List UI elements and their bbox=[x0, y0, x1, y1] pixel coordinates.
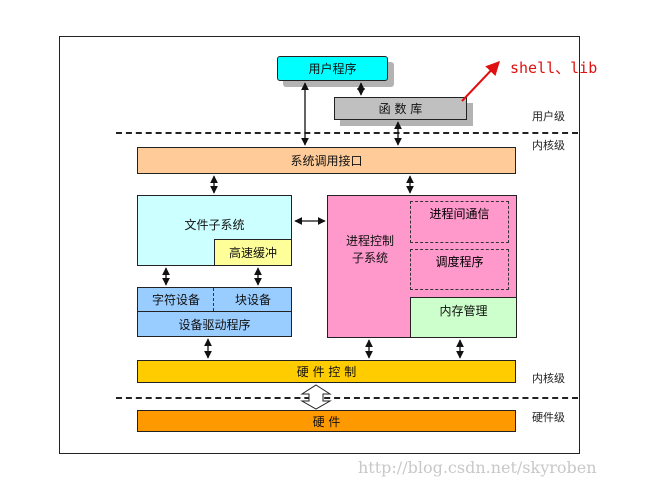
watermark: http://blog.csdn.net/skyroben bbox=[358, 458, 597, 477]
block-device-label: 块设备 bbox=[235, 293, 272, 307]
kernel-hardware-divider bbox=[116, 397, 578, 399]
char-block-device-box: 字符设备 块设备 bbox=[137, 287, 292, 312]
annotation-text: shell、lib bbox=[510, 59, 598, 77]
ipc-box: 进程间通信 bbox=[410, 201, 509, 243]
process-control-label-line2: 子系统 bbox=[351, 251, 388, 265]
hardware-box: 硬 件 bbox=[137, 410, 516, 432]
hardware-control-box: 硬 件 控 制 bbox=[137, 360, 516, 383]
kernel-level-label-top: 内核级 bbox=[532, 139, 565, 152]
syscall-interface-box: 系统调用接口 bbox=[137, 147, 516, 174]
user-level-label: 用户级 bbox=[532, 110, 565, 123]
scheduler-box: 调度程序 bbox=[410, 249, 509, 290]
user-program-box: 用户程序 bbox=[277, 56, 388, 81]
scheduler-label: 调度程序 bbox=[435, 255, 484, 269]
library-box: 函 数 库 bbox=[334, 97, 467, 120]
char-device-label: 字符设备 bbox=[152, 293, 201, 307]
hardware-level-label: 硬件级 bbox=[532, 411, 565, 424]
user-kernel-divider bbox=[116, 132, 578, 134]
annotation-arrow bbox=[461, 60, 500, 102]
hollow-arrow-hwcontrol-hardware bbox=[300, 384, 332, 410]
ipc-label: 进程间通信 bbox=[429, 207, 490, 221]
buffer-cache-box: 高速缓冲 bbox=[214, 239, 292, 266]
device-divider bbox=[213, 288, 214, 311]
kernel-level-label-bottom: 内核级 bbox=[532, 372, 565, 385]
device-driver-box: 设备驱动程序 bbox=[137, 311, 292, 337]
process-control-label: 进程控制 子系统 bbox=[336, 233, 404, 267]
memory-mgmt-box: 内存管理 bbox=[410, 297, 517, 338]
process-control-label-line1: 进程控制 bbox=[345, 234, 394, 248]
